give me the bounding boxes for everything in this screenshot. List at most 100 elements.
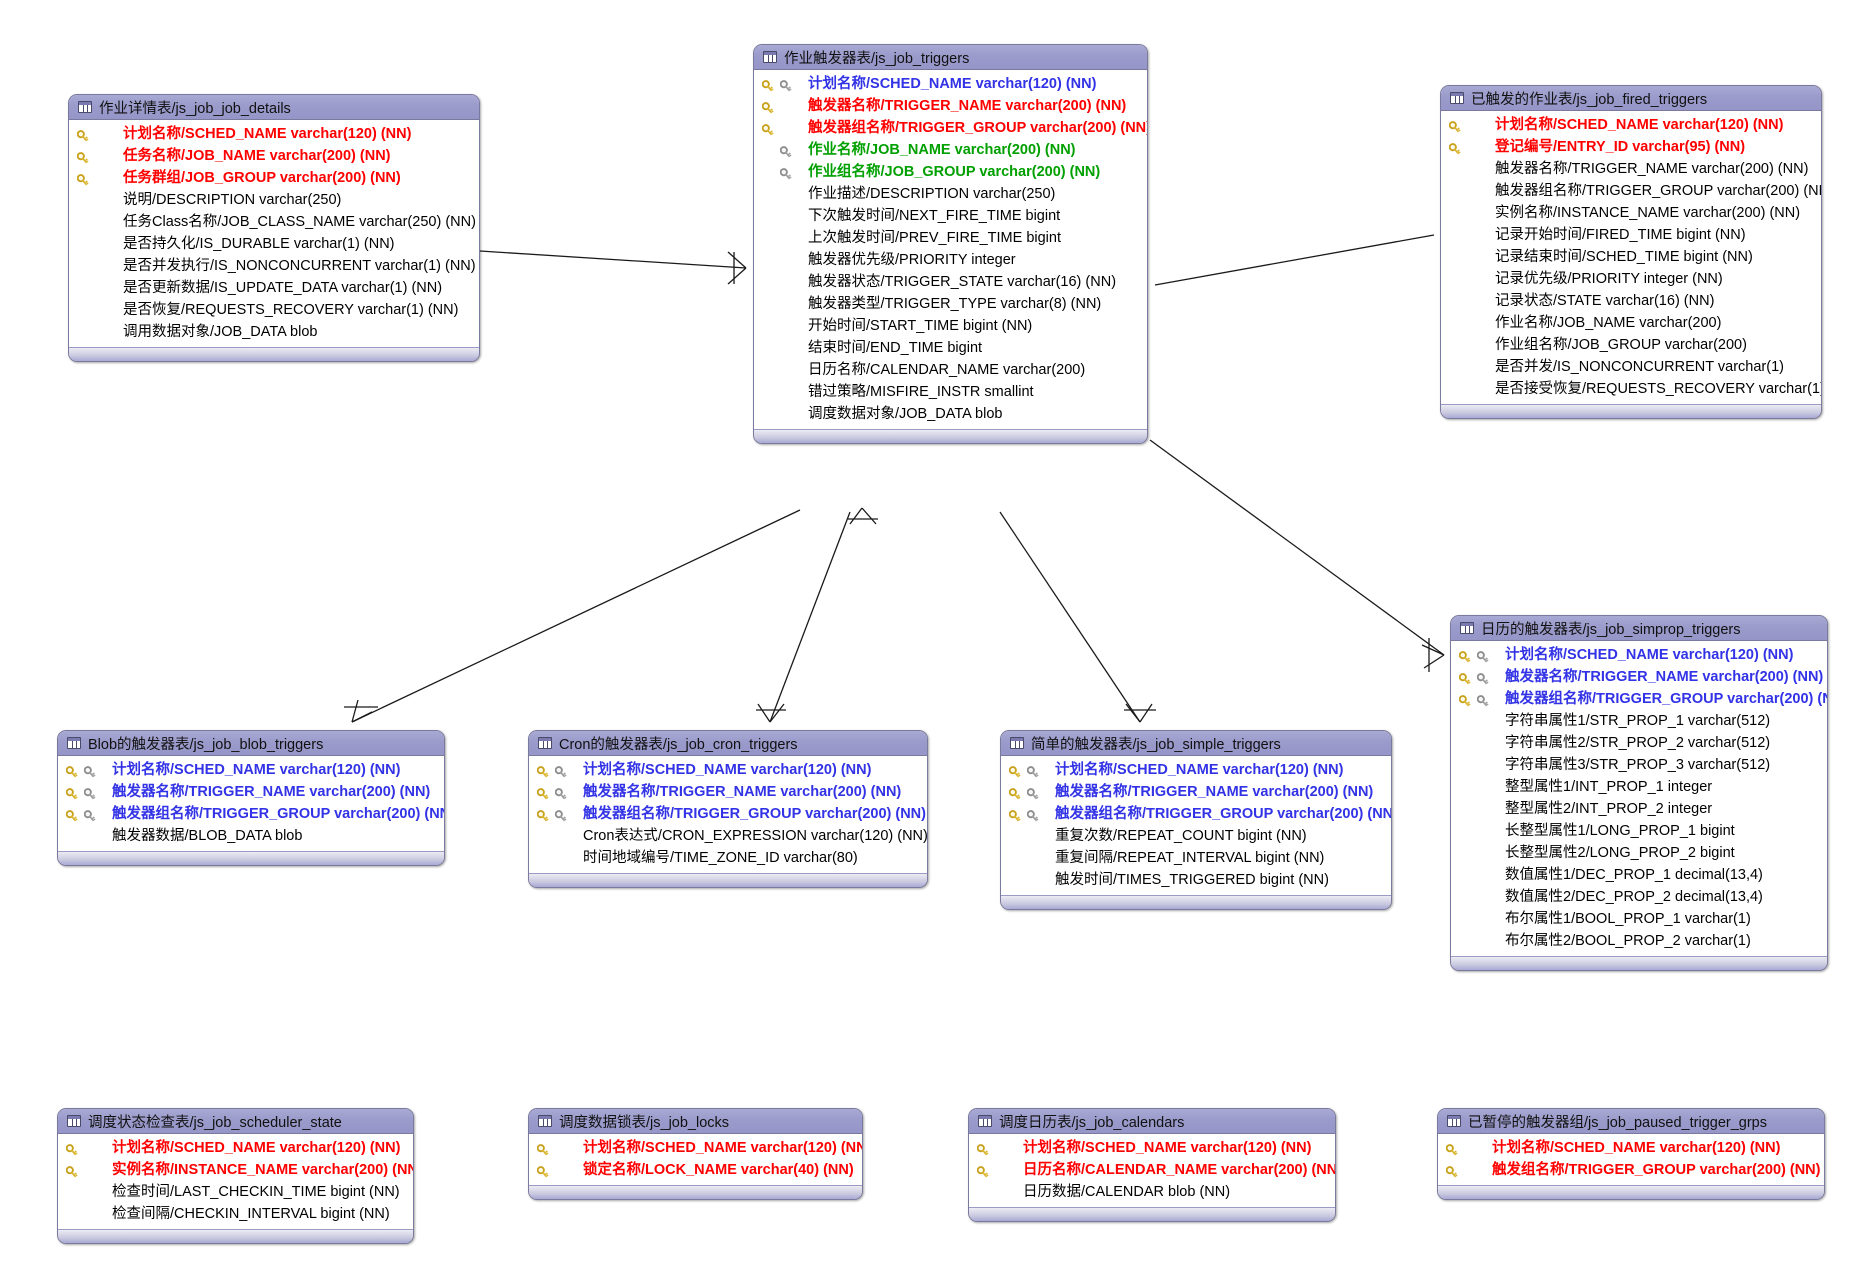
column-row[interactable]: 长整型属性1/LONG_PROP_1 bigint bbox=[1451, 820, 1827, 842]
entity-header-simprop_triggers[interactable]: 日历的触发器表/js_job_simprop_triggers bbox=[1451, 616, 1827, 641]
column-row[interactable]: 数值属性2/DEC_PROP_2 decimal(13,4) bbox=[1451, 886, 1827, 908]
column-row[interactable]: 数值属性1/DEC_PROP_1 decimal(13,4) bbox=[1451, 864, 1827, 886]
column-row[interactable]: 计划名称/SCHED_NAME varchar(120) (NN) bbox=[529, 1137, 862, 1159]
column-row[interactable]: 布尔属性1/BOOL_PROP_1 varchar(1) bbox=[1451, 908, 1827, 930]
column-row[interactable]: 触发器组名称/TRIGGER_GROUP varchar(200) (NN) bbox=[1441, 180, 1821, 202]
column-row[interactable]: 触发时间/TIMES_TRIGGERED bigint (NN) bbox=[1001, 869, 1391, 891]
column-row[interactable]: 记录开始时间/FIRED_TIME bigint (NN) bbox=[1441, 224, 1821, 246]
column-row[interactable]: 计划名称/SCHED_NAME varchar(120) (NN) bbox=[754, 73, 1147, 95]
column-row[interactable]: 计划名称/SCHED_NAME varchar(120) (NN) bbox=[69, 123, 479, 145]
column-row[interactable]: 计划名称/SCHED_NAME varchar(120) (NN) bbox=[969, 1137, 1335, 1159]
entity-cron_triggers[interactable]: Cron的触发器表/js_job_cron_triggers 计划名称/SCHED… bbox=[528, 730, 928, 888]
column-row[interactable]: 触发器组名称/TRIGGER_GROUP varchar(200) (NN) bbox=[1001, 803, 1391, 825]
column-row[interactable]: 结束时间/END_TIME bigint bbox=[754, 337, 1147, 359]
column-row[interactable]: 触发器名称/TRIGGER_NAME varchar(200) (NN) bbox=[1441, 158, 1821, 180]
column-row[interactable]: 日历数据/CALENDAR blob (NN) bbox=[969, 1181, 1335, 1203]
column-row[interactable]: 开始时间/START_TIME bigint (NN) bbox=[754, 315, 1147, 337]
column-row[interactable]: 作业组名称/JOB_GROUP varchar(200) bbox=[1441, 334, 1821, 356]
column-row[interactable]: 触发器名称/TRIGGER_NAME varchar(200) (NN) bbox=[1451, 666, 1827, 688]
column-row[interactable]: 是否恢复/REQUESTS_RECOVERY varchar(1) (NN) bbox=[69, 299, 479, 321]
column-row[interactable]: 触发器组名称/TRIGGER_GROUP varchar(200) (NN) bbox=[529, 803, 927, 825]
column-row[interactable]: 作业名称/JOB_NAME varchar(200) (NN) bbox=[754, 139, 1147, 161]
entity-simple_triggers[interactable]: 简单的触发器表/js_job_simple_triggers 计划名称/SCHED… bbox=[1000, 730, 1392, 910]
column-row[interactable]: 触发组名称/TRIGGER_GROUP varchar(200) (NN) bbox=[1438, 1159, 1824, 1181]
column-row[interactable]: 计划名称/SCHED_NAME varchar(120) (NN) bbox=[58, 1137, 413, 1159]
column-row[interactable]: 触发器类型/TRIGGER_TYPE varchar(8) (NN) bbox=[754, 293, 1147, 315]
column-row[interactable]: 触发器组名称/TRIGGER_GROUP varchar(200) (NN) bbox=[1451, 688, 1827, 710]
column-row[interactable]: 检查时间/LAST_CHECKIN_TIME bigint (NN) bbox=[58, 1181, 413, 1203]
column-row[interactable]: 计划名称/SCHED_NAME varchar(120) (NN) bbox=[1001, 759, 1391, 781]
entity-header-scheduler_state[interactable]: 调度状态检查表/js_job_scheduler_state bbox=[58, 1109, 413, 1134]
entity-header-locks[interactable]: 调度数据锁表/js_job_locks bbox=[529, 1109, 862, 1134]
column-row[interactable]: 任务Class名称/JOB_CLASS_NAME varchar(250) (N… bbox=[69, 211, 479, 233]
column-row[interactable]: 任务群组/JOB_GROUP varchar(200) (NN) bbox=[69, 167, 479, 189]
entity-job_details[interactable]: 作业详情表/js_job_job_details 计划名称/SCHED_NAME … bbox=[68, 94, 480, 362]
entity-header-cron_triggers[interactable]: Cron的触发器表/js_job_cron_triggers bbox=[529, 731, 927, 756]
column-row[interactable]: 是否持久化/IS_DURABLE varchar(1) (NN) bbox=[69, 233, 479, 255]
column-row[interactable]: 触发器名称/TRIGGER_NAME varchar(200) (NN) bbox=[1001, 781, 1391, 803]
column-row[interactable]: 日历名称/CALENDAR_NAME varchar(200) (NN) bbox=[969, 1159, 1335, 1181]
column-row[interactable]: 记录优先级/PRIORITY integer (NN) bbox=[1441, 268, 1821, 290]
column-row[interactable]: 触发器名称/TRIGGER_NAME varchar(200) (NN) bbox=[58, 781, 444, 803]
column-row[interactable]: 字符串属性3/STR_PROP_3 varchar(512) bbox=[1451, 754, 1827, 776]
column-row[interactable]: 下次触发时间/NEXT_FIRE_TIME bigint bbox=[754, 205, 1147, 227]
column-row[interactable]: 计划名称/SCHED_NAME varchar(120) (NN) bbox=[1438, 1137, 1824, 1159]
column-row[interactable]: 记录结束时间/SCHED_TIME bigint (NN) bbox=[1441, 246, 1821, 268]
entity-header-job_details[interactable]: 作业详情表/js_job_job_details bbox=[69, 95, 479, 120]
column-row[interactable]: 调用数据对象/JOB_DATA blob bbox=[69, 321, 479, 343]
entity-triggers[interactable]: 作业触发器表/js_job_triggers 计划名称/SCHED_NAME va… bbox=[753, 44, 1148, 444]
column-row[interactable]: 实例名称/INSTANCE_NAME varchar(200) (NN) bbox=[1441, 202, 1821, 224]
entity-header-calendars[interactable]: 调度日历表/js_job_calendars bbox=[969, 1109, 1335, 1134]
column-row[interactable]: 实例名称/INSTANCE_NAME varchar(200) (NN) bbox=[58, 1159, 413, 1181]
column-row[interactable]: 是否并发/IS_NONCONCURRENT varchar(1) bbox=[1441, 356, 1821, 378]
entity-header-triggers[interactable]: 作业触发器表/js_job_triggers bbox=[754, 45, 1147, 70]
column-row[interactable]: 是否更新数据/IS_UPDATE_DATA varchar(1) (NN) bbox=[69, 277, 479, 299]
column-row[interactable]: 重复间隔/REPEAT_INTERVAL bigint (NN) bbox=[1001, 847, 1391, 869]
column-row[interactable]: 字符串属性2/STR_PROP_2 varchar(512) bbox=[1451, 732, 1827, 754]
column-row[interactable]: 锁定名称/LOCK_NAME varchar(40) (NN) bbox=[529, 1159, 862, 1181]
column-row[interactable]: 字符串属性1/STR_PROP_1 varchar(512) bbox=[1451, 710, 1827, 732]
column-row[interactable]: 检查间隔/CHECKIN_INTERVAL bigint (NN) bbox=[58, 1203, 413, 1225]
column-row[interactable]: 触发器优先级/PRIORITY integer bbox=[754, 249, 1147, 271]
column-row[interactable]: 触发器名称/TRIGGER_NAME varchar(200) (NN) bbox=[529, 781, 927, 803]
entity-paused_trigger_grps[interactable]: 已暂停的触发器组/js_job_paused_trigger_grps 计划名称/… bbox=[1437, 1108, 1825, 1200]
entity-calendars[interactable]: 调度日历表/js_job_calendars 计划名称/SCHED_NAME va… bbox=[968, 1108, 1336, 1222]
column-row[interactable]: Cron表达式/CRON_EXPRESSION varchar(120) (NN… bbox=[529, 825, 927, 847]
column-row[interactable]: 触发器组名称/TRIGGER_GROUP varchar(200) (NN) bbox=[58, 803, 444, 825]
column-row[interactable]: 登记编号/ENTRY_ID varchar(95) (NN) bbox=[1441, 136, 1821, 158]
column-row[interactable]: 计划名称/SCHED_NAME varchar(120) (NN) bbox=[1441, 114, 1821, 136]
column-row[interactable]: 日历名称/CALENDAR_NAME varchar(200) bbox=[754, 359, 1147, 381]
column-row[interactable]: 调度数据对象/JOB_DATA blob bbox=[754, 403, 1147, 425]
entity-header-blob_triggers[interactable]: Blob的触发器表/js_job_blob_triggers bbox=[58, 731, 444, 756]
column-row[interactable]: 说明/DESCRIPTION varchar(250) bbox=[69, 189, 479, 211]
column-row[interactable]: 触发器状态/TRIGGER_STATE varchar(16) (NN) bbox=[754, 271, 1147, 293]
column-row[interactable]: 布尔属性2/BOOL_PROP_2 varchar(1) bbox=[1451, 930, 1827, 952]
column-row[interactable]: 是否接受恢复/REQUESTS_RECOVERY varchar(1) bbox=[1441, 378, 1821, 400]
entity-header-simple_triggers[interactable]: 简单的触发器表/js_job_simple_triggers bbox=[1001, 731, 1391, 756]
column-row[interactable]: 计划名称/SCHED_NAME varchar(120) (NN) bbox=[58, 759, 444, 781]
column-row[interactable]: 是否并发执行/IS_NONCONCURRENT varchar(1) (NN) bbox=[69, 255, 479, 277]
entity-locks[interactable]: 调度数据锁表/js_job_locks 计划名称/SCHED_NAME varch… bbox=[528, 1108, 863, 1200]
column-row[interactable]: 错过策略/MISFIRE_INSTR smallint bbox=[754, 381, 1147, 403]
column-row[interactable]: 整型属性2/INT_PROP_2 integer bbox=[1451, 798, 1827, 820]
column-row[interactable]: 重复次数/REPEAT_COUNT bigint (NN) bbox=[1001, 825, 1391, 847]
column-row[interactable]: 任务名称/JOB_NAME varchar(200) (NN) bbox=[69, 145, 479, 167]
entity-scheduler_state[interactable]: 调度状态检查表/js_job_scheduler_state 计划名称/SCHED… bbox=[57, 1108, 414, 1244]
entity-header-fired_triggers[interactable]: 已触发的作业表/js_job_fired_triggers bbox=[1441, 86, 1821, 111]
column-row[interactable]: 作业名称/JOB_NAME varchar(200) bbox=[1441, 312, 1821, 334]
column-row[interactable]: 时间地域编号/TIME_ZONE_ID varchar(80) bbox=[529, 847, 927, 869]
column-row[interactable]: 触发器组名称/TRIGGER_GROUP varchar(200) (NN) bbox=[754, 117, 1147, 139]
column-row[interactable]: 计划名称/SCHED_NAME varchar(120) (NN) bbox=[1451, 644, 1827, 666]
column-row[interactable]: 作业组名称/JOB_GROUP varchar(200) (NN) bbox=[754, 161, 1147, 183]
entity-header-paused_trigger_grps[interactable]: 已暂停的触发器组/js_job_paused_trigger_grps bbox=[1438, 1109, 1824, 1134]
column-row[interactable]: 触发器数据/BLOB_DATA blob bbox=[58, 825, 444, 847]
column-row[interactable]: 整型属性1/INT_PROP_1 integer bbox=[1451, 776, 1827, 798]
column-row[interactable]: 记录状态/STATE varchar(16) (NN) bbox=[1441, 290, 1821, 312]
column-row[interactable]: 触发器名称/TRIGGER_NAME varchar(200) (NN) bbox=[754, 95, 1147, 117]
column-row[interactable]: 作业描述/DESCRIPTION varchar(250) bbox=[754, 183, 1147, 205]
column-row[interactable]: 长整型属性2/LONG_PROP_2 bigint bbox=[1451, 842, 1827, 864]
entity-blob_triggers[interactable]: Blob的触发器表/js_job_blob_triggers 计划名称/SCHED… bbox=[57, 730, 445, 866]
entity-fired_triggers[interactable]: 已触发的作业表/js_job_fired_triggers 计划名称/SCHED_… bbox=[1440, 85, 1822, 419]
column-row[interactable]: 计划名称/SCHED_NAME varchar(120) (NN) bbox=[529, 759, 927, 781]
entity-simprop_triggers[interactable]: 日历的触发器表/js_job_simprop_triggers 计划名称/SCHE… bbox=[1450, 615, 1828, 971]
